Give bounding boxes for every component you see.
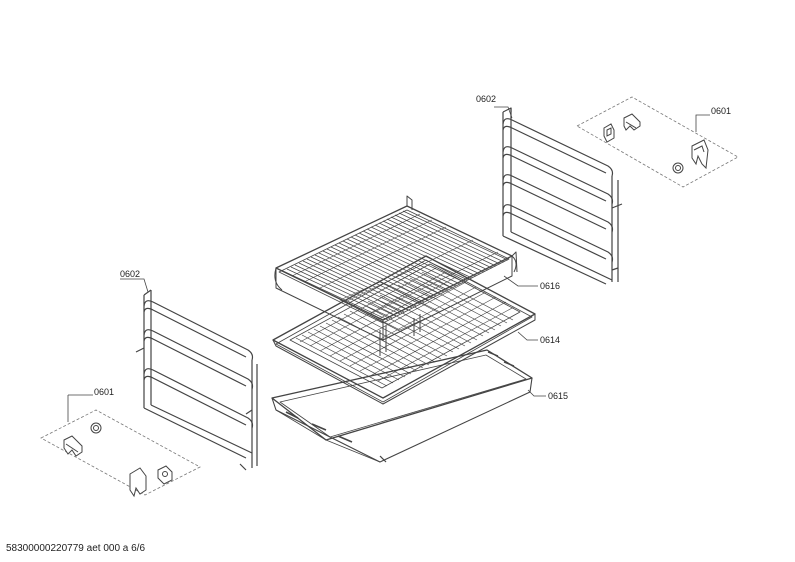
label-clip-set-right: 0601 xyxy=(711,106,731,116)
leader-lines xyxy=(67,106,710,422)
label-wire-shelf: 0616 xyxy=(540,281,560,291)
label-side-rail-right: 0602 xyxy=(476,94,496,104)
baking-tray xyxy=(271,349,533,463)
label-side-rail-left: 0602 xyxy=(120,269,140,279)
document-footer-id: 58300000220779 aet 000 a 6/6 xyxy=(6,543,146,554)
label-clip-set-left: 0601 xyxy=(94,387,114,397)
label-pull-out-rack: 0614 xyxy=(540,335,560,345)
label-baking-tray: 0615 xyxy=(548,391,568,401)
clip-set-right xyxy=(576,96,739,188)
pull-out-rack xyxy=(272,255,536,405)
wire-shelf xyxy=(274,195,518,341)
clip-set-left xyxy=(40,409,201,498)
side-rail-left xyxy=(135,289,258,471)
side-rail-right xyxy=(502,107,623,285)
